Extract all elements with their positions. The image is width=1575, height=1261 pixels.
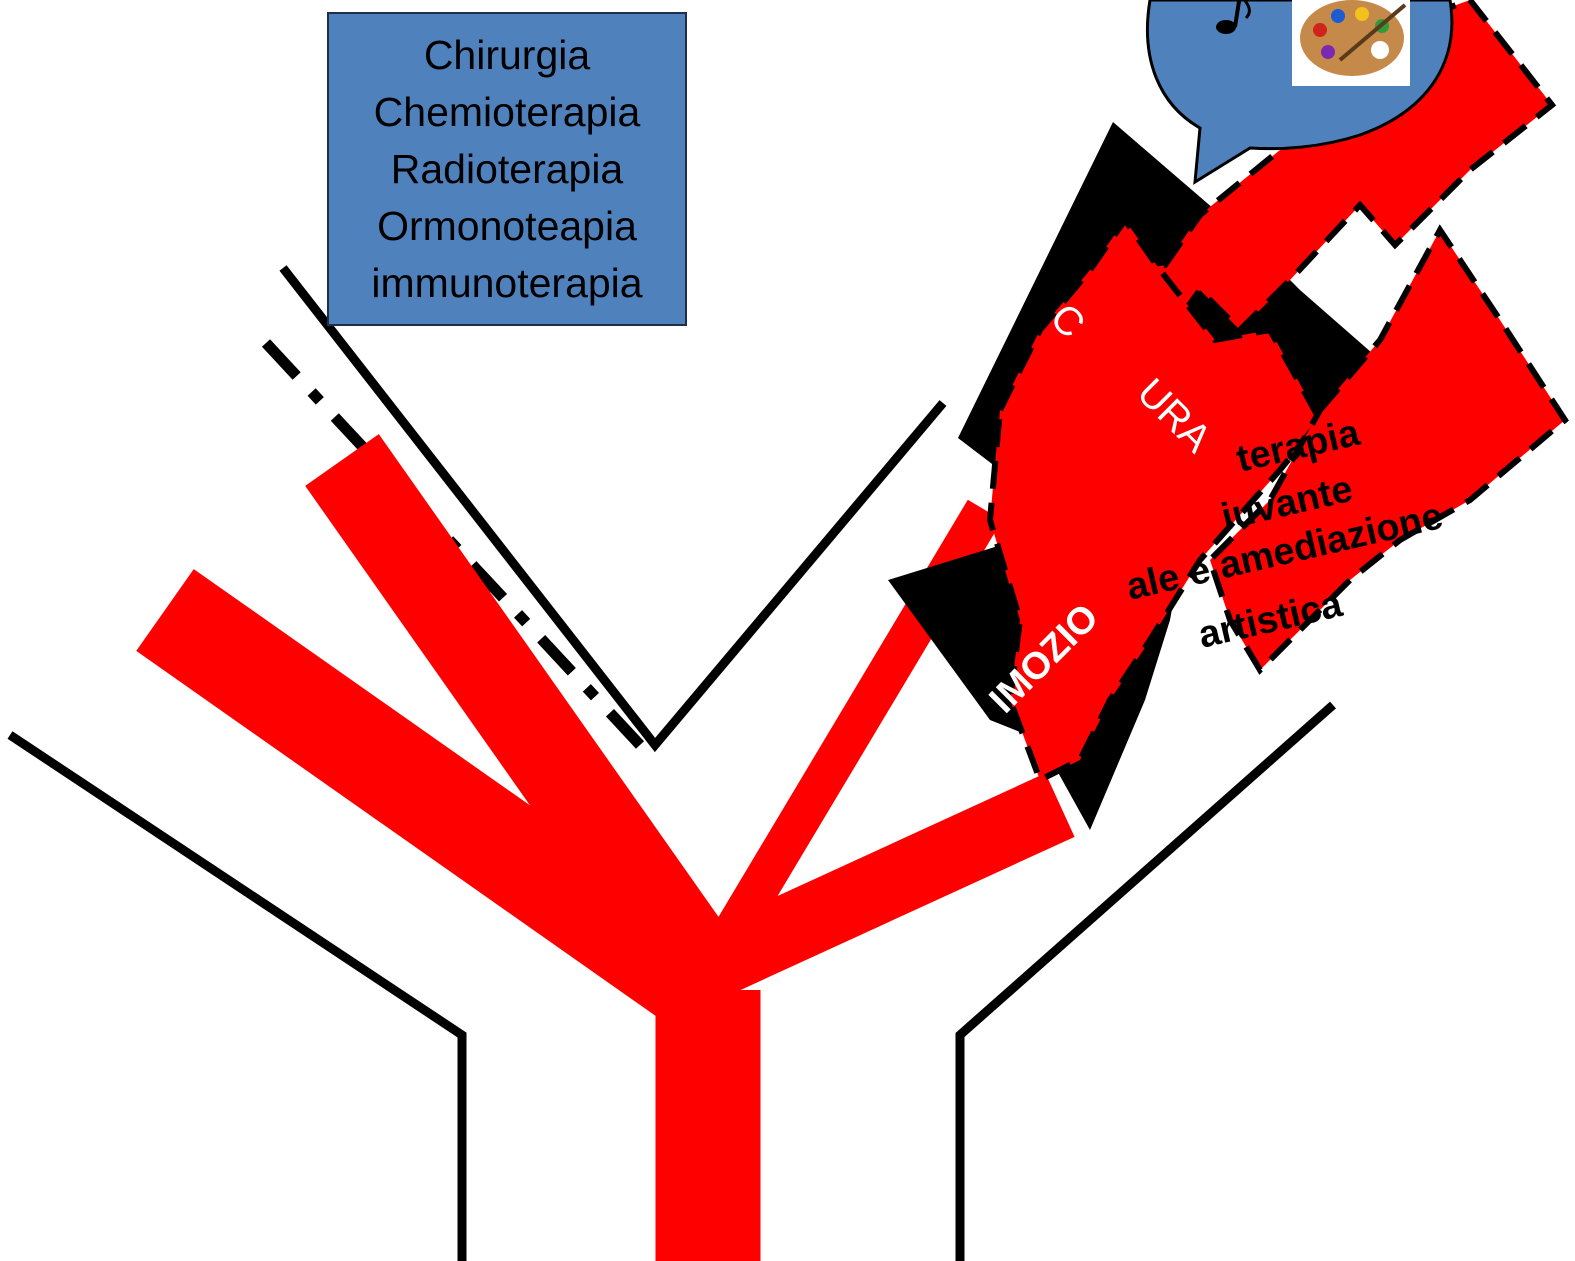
treatment-item: Chemioterapia <box>374 84 641 141</box>
treatment-item: immunoterapia <box>371 255 642 312</box>
treatment-item: Chirurgia <box>424 27 590 84</box>
treatment-item: Radioterapia <box>391 141 624 198</box>
treatments-box: Chirurgia Chemioterapia Radioterapia Orm… <box>327 12 687 326</box>
paint-palette-icon <box>1292 0 1410 86</box>
treatment-item: Ormonoteapia <box>377 198 637 255</box>
